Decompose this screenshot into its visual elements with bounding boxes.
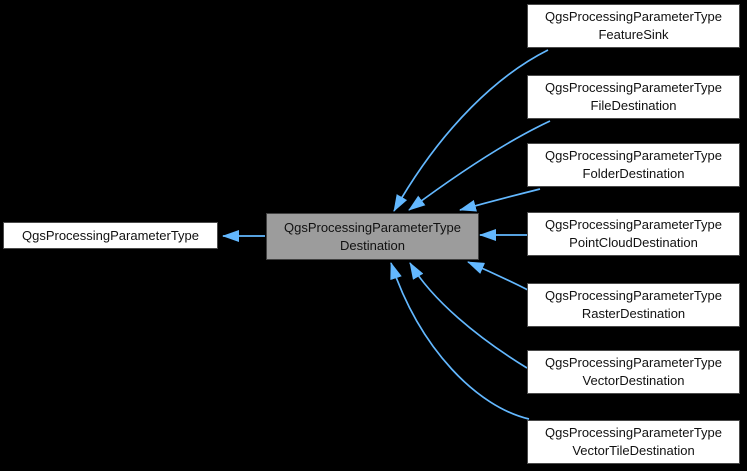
class-node-label-line2: VectorTileDestination bbox=[572, 443, 695, 458]
class-node-label-line1: QgsProcessingParameterType bbox=[544, 288, 723, 303]
class-node-vectordestination[interactable]: QgsProcessingParameterType VectorDestina… bbox=[527, 350, 740, 394]
class-node-label-line2: Destination bbox=[339, 237, 406, 253]
class-node-label-line2: FeatureSink bbox=[598, 27, 669, 42]
class-node-featuresink[interactable]: QgsProcessingParameterType FeatureSink bbox=[527, 4, 740, 48]
class-node-label-line1: QgsProcessingParameterType bbox=[544, 217, 723, 232]
class-node-vectortiledestination[interactable]: QgsProcessingParameterType VectorTileDes… bbox=[527, 420, 740, 464]
arrow-featuresink-to-current bbox=[393, 49, 549, 212]
class-node-pointclouddestination[interactable]: QgsProcessingParameterType PointCloudDes… bbox=[527, 212, 740, 256]
arrow-folderdestination-to-current bbox=[459, 188, 541, 212]
class-node-folderdestination[interactable]: QgsProcessingParameterType FolderDestina… bbox=[527, 143, 740, 187]
class-node-label-line2: FolderDestination bbox=[582, 166, 685, 181]
class-node-rasterdestination[interactable]: QgsProcessingParameterType RasterDestina… bbox=[527, 283, 740, 327]
class-node-label-line2: RasterDestination bbox=[581, 306, 686, 321]
class-node-qgsprocessingparametertype[interactable]: QgsProcessingParameterType bbox=[3, 222, 218, 249]
arrow-vectordestination-to-current bbox=[409, 262, 528, 369]
class-node-label-line1: QgsProcessingParameterType bbox=[544, 355, 723, 370]
class-node-label-line1: QgsProcessingParameterType bbox=[544, 80, 723, 95]
class-node-label-line2: FileDestination bbox=[590, 98, 677, 113]
class-node-label-line1: QgsProcessingParameterType bbox=[283, 219, 462, 235]
arrow-rasterdestination-to-current bbox=[467, 261, 529, 291]
class-node-qgsprocessingparametertypedestination-current: QgsProcessingParameterType Destination bbox=[266, 213, 479, 260]
class-node-label-line1: QgsProcessingParameterType bbox=[544, 9, 723, 24]
class-node-filedestination[interactable]: QgsProcessingParameterType FileDestinati… bbox=[527, 75, 740, 119]
class-node-label-line2: VectorDestination bbox=[582, 373, 685, 388]
class-node-label-line1: QgsProcessingParameterType bbox=[544, 425, 723, 440]
class-node-label: QgsProcessingParameterType bbox=[21, 227, 200, 243]
arrow-vectortiledestination-to-current bbox=[390, 262, 530, 420]
class-node-label-line2: PointCloudDestination bbox=[569, 235, 698, 250]
arrow-filedestination-to-current bbox=[408, 120, 551, 211]
class-node-label-line1: QgsProcessingParameterType bbox=[544, 148, 723, 163]
